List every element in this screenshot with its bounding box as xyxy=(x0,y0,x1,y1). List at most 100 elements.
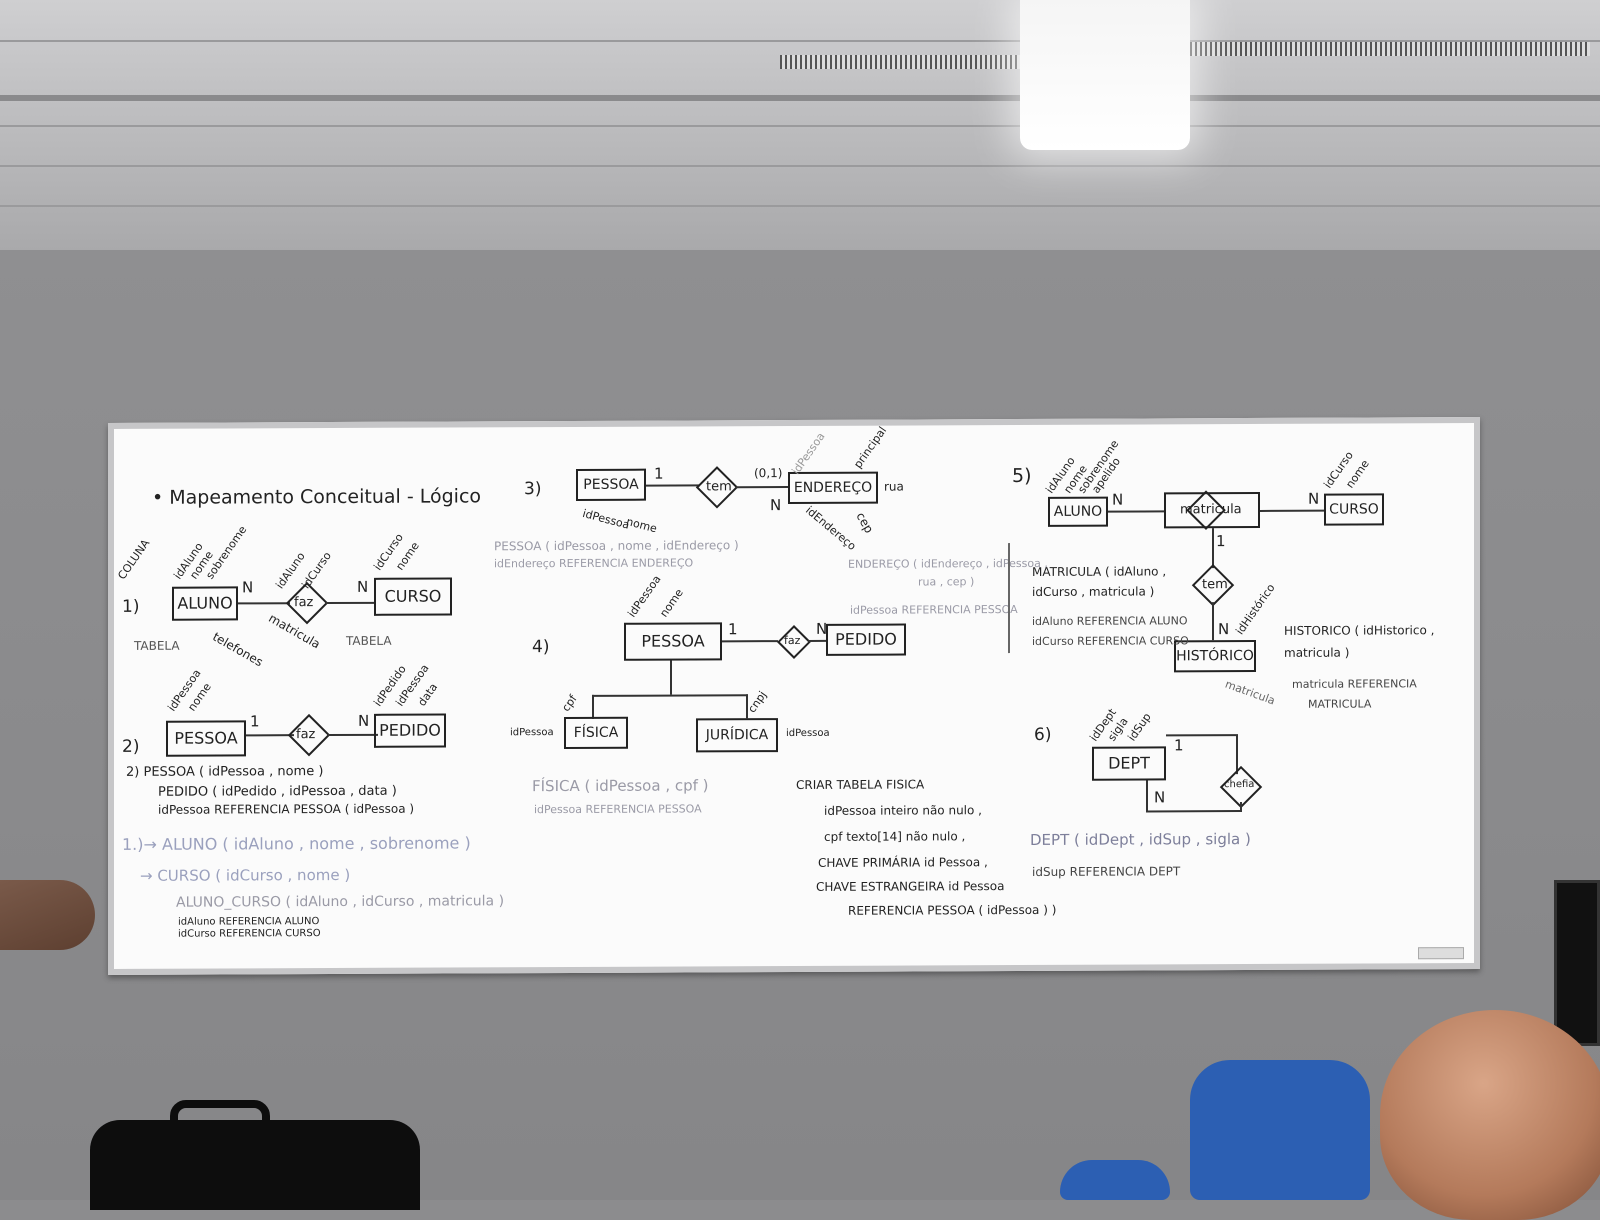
relationship-label: tem xyxy=(1202,577,1228,593)
text-line: 1.)→ ALUNO ( idAluno , nome , sobrenome … xyxy=(122,833,471,854)
attribute: nome xyxy=(657,586,686,620)
attribute: principal xyxy=(851,424,890,471)
entity-pedido: PEDIDO xyxy=(374,713,446,748)
attribute: idPessoa xyxy=(789,430,828,477)
text-line: idAluno REFERENCIA ALUNO xyxy=(178,916,320,928)
card-n: N xyxy=(242,578,254,597)
text-line: PEDIDO ( idPedido , idPessoa , data ) xyxy=(158,783,397,800)
text-line: idAluno REFERENCIA ALUNO xyxy=(1032,614,1188,628)
card-n: N xyxy=(1112,490,1124,509)
text-line: idCurso , matricula ) xyxy=(1032,584,1155,599)
text-line: MATRICULA ( idAluno , xyxy=(1032,564,1167,579)
attribute: COLUNA xyxy=(115,536,153,582)
text-line: idPessoa REFERENCIA PESSOA xyxy=(534,802,702,817)
text-line: FÍSICA ( idPessoa , cpf ) xyxy=(532,776,709,796)
entity-pessoa: PESSOA xyxy=(576,468,646,501)
attribute: idSup xyxy=(1125,710,1154,744)
entity-pessoa: PESSOA xyxy=(166,720,246,757)
text-line: MATRICULA xyxy=(1308,697,1372,711)
text-line: ENDEREÇO ( idEndereço , idPessoa , xyxy=(848,556,1048,571)
attribute-idendereco: idEndereço xyxy=(803,503,859,554)
board-title: • Mapeamento Conceitual - Lógico xyxy=(152,485,482,509)
relationship-label: chefia xyxy=(1224,778,1255,791)
text-line: idPessoa REFERENCIA PESSOA xyxy=(850,603,1018,617)
section-2-number: 2) xyxy=(122,736,140,757)
relationship-label: tem xyxy=(706,479,732,495)
entity-endereco: ENDEREÇO xyxy=(788,471,878,505)
text-line: CRIAR TABELA FISICA xyxy=(796,777,925,792)
divider xyxy=(1008,543,1010,654)
card-1: 1 xyxy=(1174,736,1184,755)
relationship-label: matricula xyxy=(1180,502,1242,518)
text-line: idPessoa REFERENCIA PESSOA ( idPessoa ) xyxy=(158,801,415,817)
entity-aluno: ALUNO xyxy=(1048,496,1108,527)
attribute-rua: rua xyxy=(884,479,904,494)
attribute: cnpj xyxy=(745,688,770,716)
entity-fisica: FÍSICA xyxy=(564,716,628,750)
chair xyxy=(1060,1160,1170,1200)
card-1: 1 xyxy=(1216,532,1226,551)
text-line: idPessoa inteiro não nulo , xyxy=(824,803,982,818)
text-line: idCurso REFERENCIA CURSO xyxy=(1032,634,1189,648)
text-line: CHAVE PRIMÁRIA id Pessoa , xyxy=(818,855,988,870)
attribute: nome xyxy=(624,514,659,536)
section-1-number: 1) xyxy=(122,596,140,617)
board-tray-label xyxy=(1418,947,1464,960)
attribute: idHistórico xyxy=(1233,581,1278,638)
monitor xyxy=(1554,880,1600,1046)
ceiling-vent xyxy=(780,55,1020,69)
card-1: 1 xyxy=(250,712,260,731)
card-1: 1 xyxy=(654,464,664,483)
relationship-label: faz xyxy=(296,727,316,743)
chair xyxy=(1190,1060,1370,1200)
whiteboard: • Mapeamento Conceitual - Lógico 1) ALUN… xyxy=(108,417,1480,975)
entity-dept: DEPT xyxy=(1092,746,1166,781)
card-n: N xyxy=(358,711,370,730)
text-line: matricula ) xyxy=(1284,645,1350,660)
entity-pedido: PEDIDO xyxy=(826,623,906,656)
attribute: idPessoa xyxy=(581,506,631,532)
bag xyxy=(90,1120,420,1210)
attribute-idpessoa: idPessoa xyxy=(510,727,554,739)
ceiling-vent xyxy=(1190,42,1590,56)
section-3-number: 3) xyxy=(524,479,542,500)
person-head xyxy=(1380,1010,1600,1220)
entity-curso: CURSO xyxy=(1324,493,1384,526)
card-n: N xyxy=(357,577,369,596)
text-line: PESSOA ( idPessoa , nome , idEndereço ) xyxy=(494,538,739,554)
person-arm xyxy=(0,880,95,950)
card-1: 1 xyxy=(728,620,738,639)
attribute-telefones: telefones xyxy=(210,629,266,670)
section-5-number: 5) xyxy=(1012,464,1032,488)
text-line: idEndereço REFERENCIA ENDEREÇO xyxy=(494,556,694,571)
text-line: HISTORICO ( idHistorico , xyxy=(1284,623,1435,638)
cardinality: (0,1) xyxy=(754,466,783,481)
text-line: 2) PESSOA ( idPessoa , nome ) xyxy=(126,764,324,780)
text-line: DEPT ( idDept , idSup , sigla ) xyxy=(1030,830,1251,849)
card-n: N xyxy=(770,496,782,515)
card-n: N xyxy=(1154,788,1166,807)
label-tabela: TABELA xyxy=(346,633,392,648)
text-line: → CURSO ( idCurso , nome ) xyxy=(140,865,351,885)
attribute-idpessoa: idPessoa xyxy=(786,727,830,740)
attribute-matricula: matricula xyxy=(1223,677,1277,708)
text-line: ALUNO_CURSO ( idAluno , idCurso , matric… xyxy=(176,893,505,911)
text-line: cpf texto[14] não nulo , xyxy=(824,829,966,844)
entity-juridica: JURÍDICA xyxy=(696,718,778,753)
entity-aluno: ALUNO xyxy=(172,586,238,621)
relationship-label: faz xyxy=(294,595,314,611)
section-6-number: 6) xyxy=(1034,724,1052,745)
section-4-number: 4) xyxy=(532,637,550,658)
card-n: N xyxy=(1308,489,1320,508)
ceiling xyxy=(0,0,1600,250)
label-tabela: TABELA xyxy=(134,638,180,653)
entity-pessoa: PESSOA xyxy=(624,622,722,661)
text-line: rua , cep ) xyxy=(918,575,975,589)
text-line: matricula REFERENCIA xyxy=(1292,677,1417,691)
relationship-label: faz xyxy=(784,633,801,648)
entity-curso: CURSO xyxy=(374,577,452,616)
attribute: cpf xyxy=(559,692,580,714)
card-n: N xyxy=(1218,620,1230,639)
text-line: CHAVE ESTRANGEIRA id Pessoa xyxy=(816,879,1005,894)
text-line: idCurso REFERENCIA CURSO xyxy=(178,928,321,940)
